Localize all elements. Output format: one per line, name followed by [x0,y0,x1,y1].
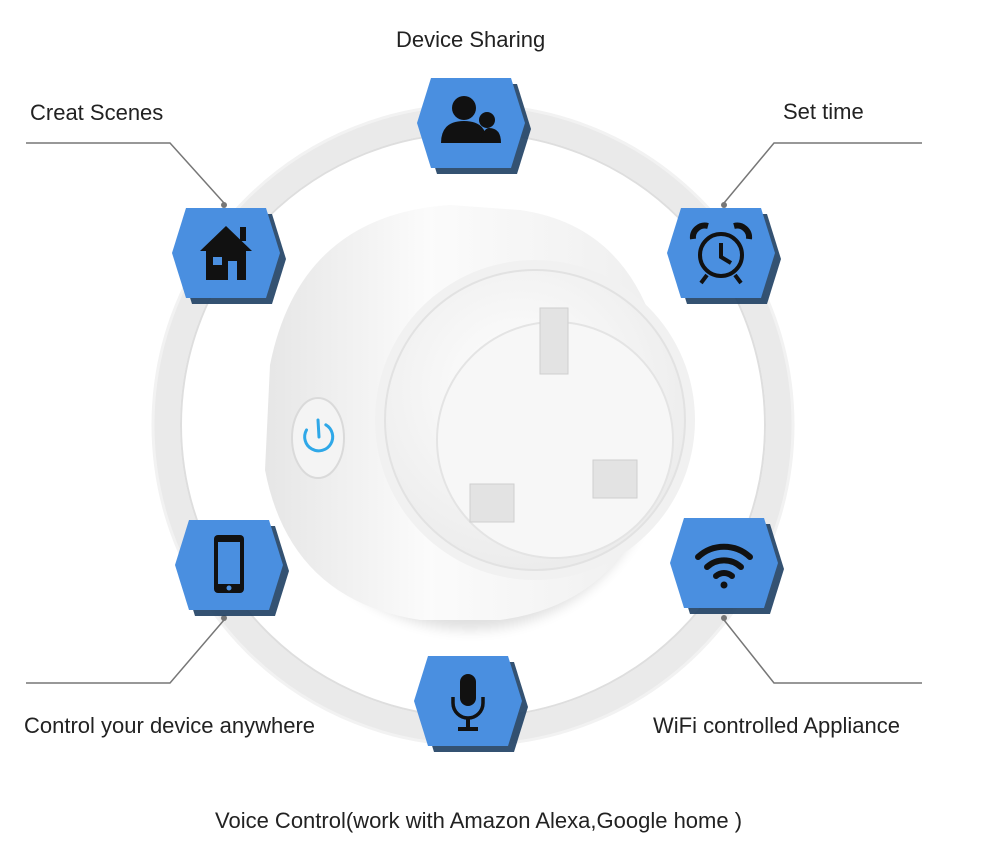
smart-plug [265,205,695,630]
user-group-icon [441,96,501,143]
voice-control-hexagon [414,656,528,752]
smartphone-icon [214,535,244,593]
control-anywhere-hexagon [175,520,289,616]
home-icon [200,226,252,280]
creat-scenes-label: Creat Scenes [30,100,164,125]
voice-control-label: Voice Control(work with Amazon Alexa,Goo… [215,808,743,833]
creat-scenes-hexagon [172,208,286,304]
device-sharing-label: Device Sharing [396,27,546,52]
alarm-clock-icon [689,222,753,285]
connector-lines [26,142,922,684]
wifi-controlled-hexagon [670,518,784,614]
set-time-hexagon [667,208,781,304]
set-time-label: Set time [783,99,864,124]
wifi-controlled-label: WiFi controlled Appliance [653,713,901,738]
power-button[interactable] [291,397,345,479]
control-anywhere-label: Control your device anywhere [24,713,316,738]
device-sharing-hexagon [417,78,531,174]
wifi-icon [695,543,753,589]
microphone-icon [451,674,485,731]
